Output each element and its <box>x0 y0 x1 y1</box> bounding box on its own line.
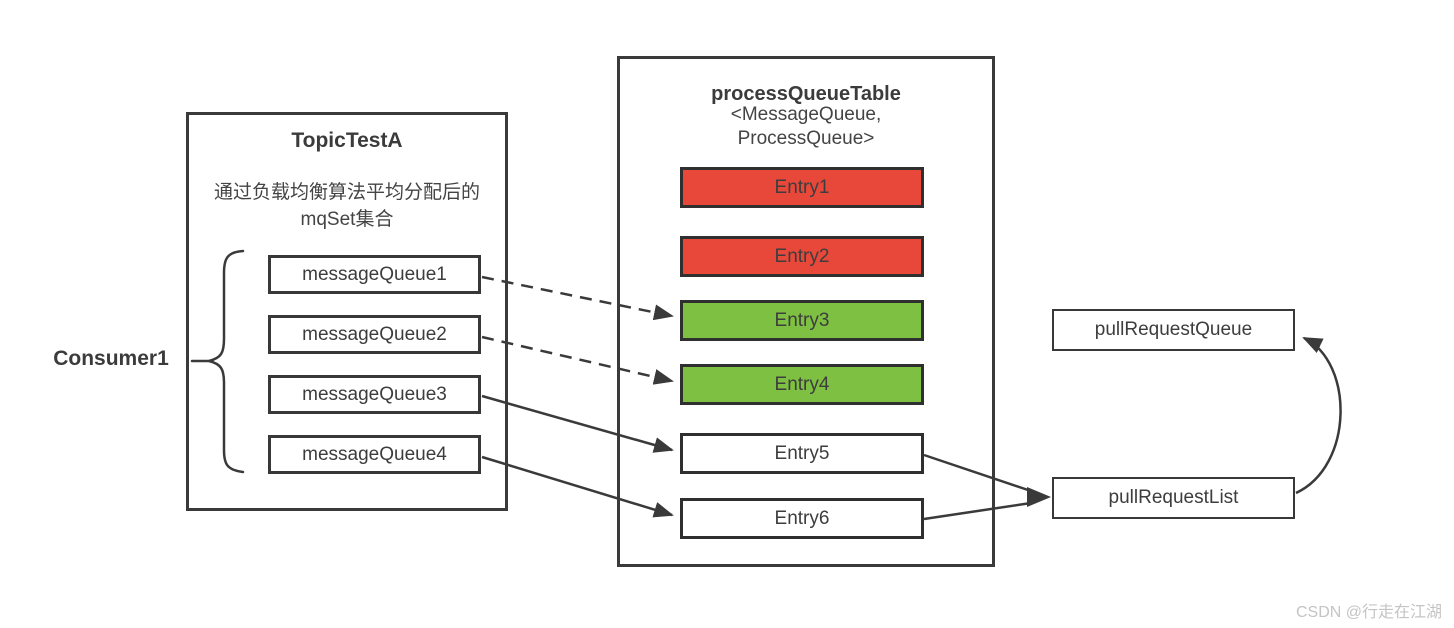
message-queue-1: messageQueue1 <box>268 255 481 294</box>
arrowhead-pullrequestlist <box>1027 487 1051 507</box>
process-queue-table-subtitle-line2: ProcessQueue> <box>737 128 875 149</box>
pull-request-queue-node: pullRequestQueue <box>1052 309 1295 351</box>
message-queue-3: messageQueue3 <box>268 375 481 414</box>
process-queue-table-subtitle-line1: <MessageQueue, <box>730 104 882 125</box>
entry-1-node: Entry1 <box>680 167 924 208</box>
watermark: CSDN @行走在江湖 <box>1295 604 1442 621</box>
pull-request-list-node: pullRequestList <box>1052 477 1295 519</box>
message-queue-4: messageQueue4 <box>268 435 481 474</box>
topic-box-subtitle-line2: mqSet集合 <box>300 209 394 230</box>
process-queue-table-subtitle: <MessageQueue, ProcessQueue> <box>620 103 992 151</box>
topic-box-subtitle-line1: 通过负载均衡算法平均分配后的 <box>213 182 480 203</box>
message-queue-2: messageQueue2 <box>268 315 481 354</box>
process-queue-table-title: processQueueTable <box>711 83 901 105</box>
entry-6-node: Entry6 <box>680 498 924 539</box>
topic-box-title: TopicTestA <box>291 129 403 152</box>
entry-4-node: Entry4 <box>680 364 924 405</box>
entry-2-node: Entry2 <box>680 236 924 277</box>
entry-5-node: Entry5 <box>680 433 924 474</box>
consumer-label: Consumer1 <box>53 347 169 370</box>
arrow-pullrequestlist-pullrequestqueue <box>1295 336 1342 495</box>
topic-box-subtitle: 通过负载均衡算法平均分配后的 mqSet集合 <box>189 179 505 233</box>
entry-3-node: Entry3 <box>680 300 924 341</box>
